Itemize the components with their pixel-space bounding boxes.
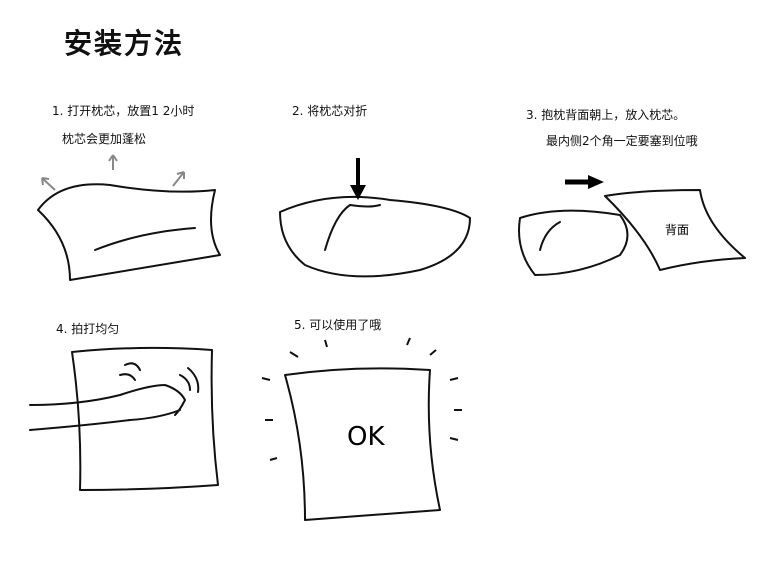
step-2-text: 2. 将枕芯对折 <box>292 104 368 118</box>
step-5-ok-illustration <box>261 337 462 521</box>
step-1-pillow-illustration <box>37 154 221 281</box>
step-3-text-2: 最内侧2个角一定要塞到位哦 <box>546 134 698 148</box>
step-3-text: 3. 抱枕背面朝上，放入枕芯。 <box>526 108 686 122</box>
ok-label: OK <box>347 422 385 452</box>
step-4-text: 4. 拍打均匀 <box>56 322 120 336</box>
step-4-pat-illustration <box>29 346 219 491</box>
step-2-fold-illustration <box>279 158 471 278</box>
step-1-text: 1. 打开枕芯，放置1 2小时 <box>52 104 195 118</box>
step-5-text: 5. 可以使用了哦 <box>294 318 382 332</box>
step-1-text-2: 枕芯会更加蓬松 <box>62 132 147 146</box>
page-title: 安装方法 <box>64 27 185 60</box>
back-side-label: 背面 <box>665 223 689 237</box>
step-3-insert-illustration <box>518 175 746 276</box>
